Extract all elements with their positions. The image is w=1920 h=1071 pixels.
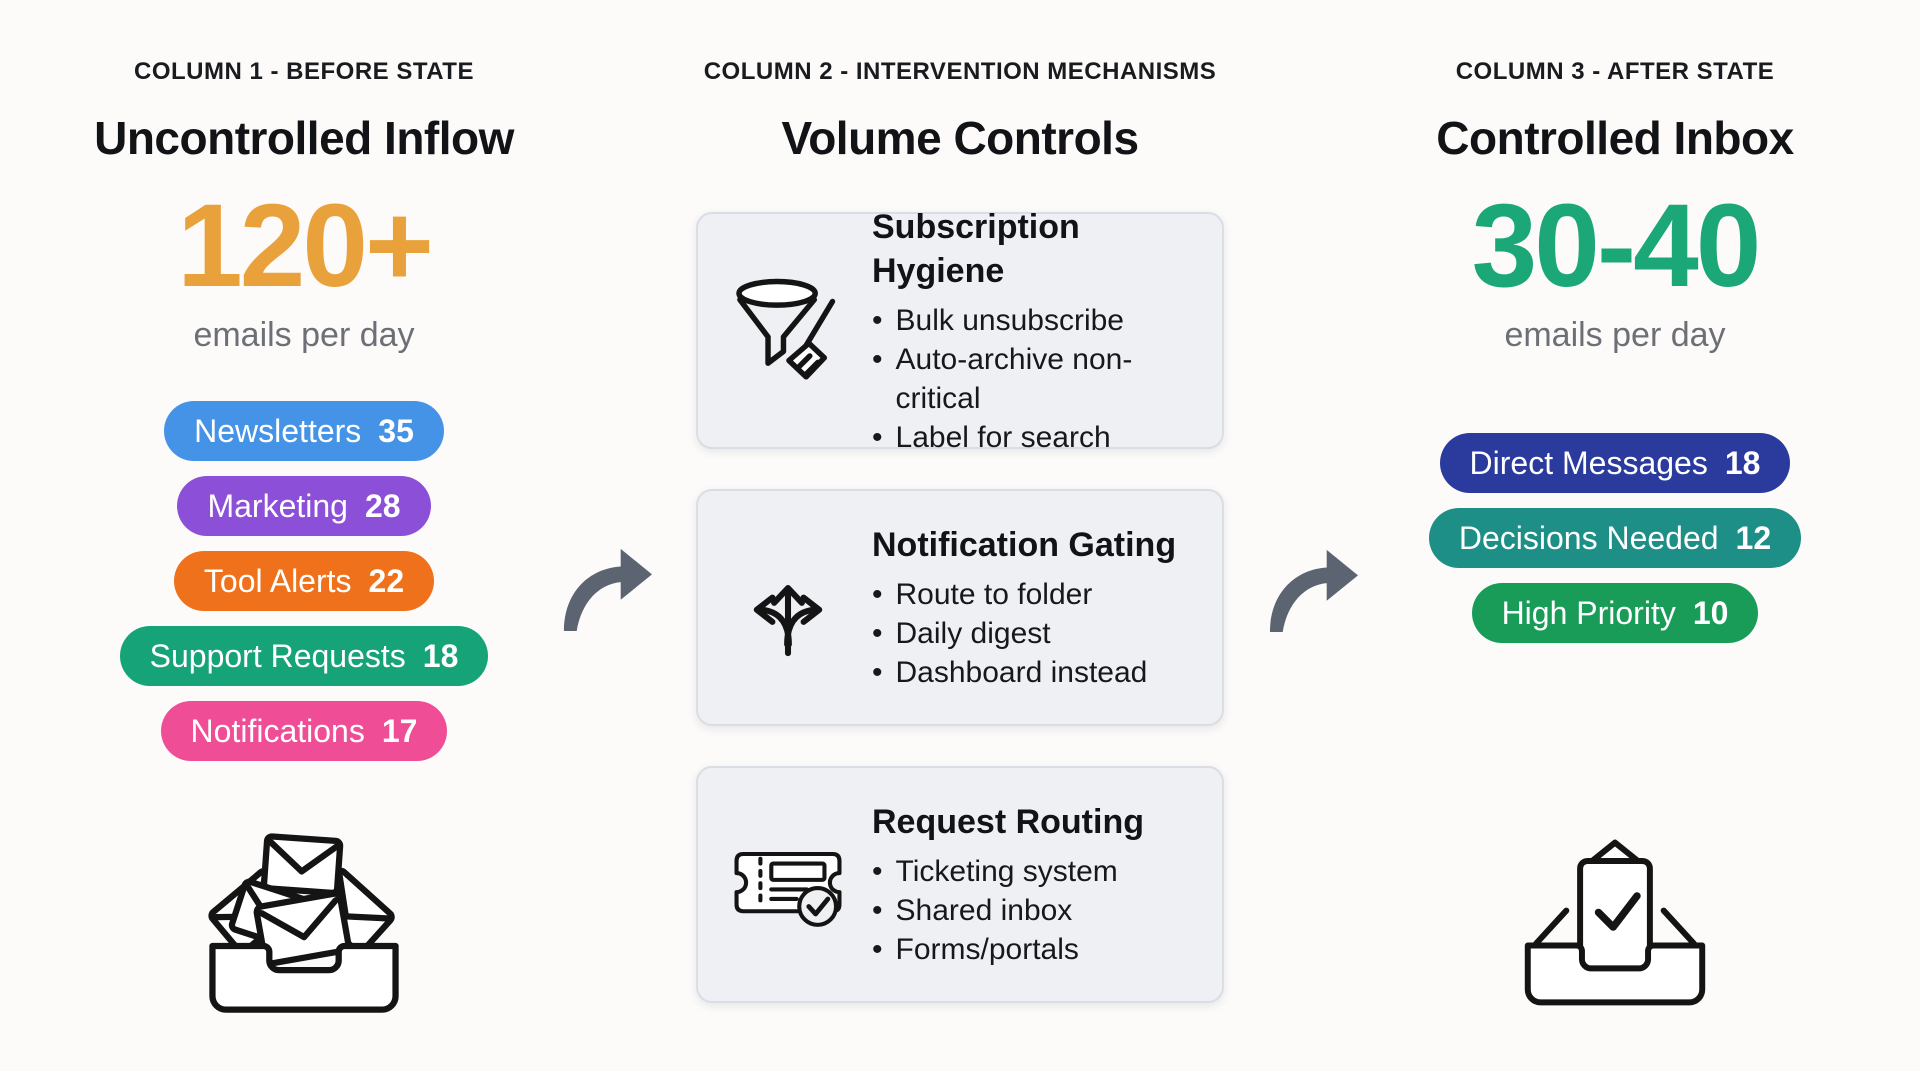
funnel-broom-icon <box>736 278 836 380</box>
bullet-dot: • <box>872 656 883 689</box>
bullet-dot: • <box>872 420 883 454</box>
category-badge-list: Direct Messages 18 Decisions Needed 12 H… <box>1365 433 1865 643</box>
badge-count: 18 <box>1724 445 1761 481</box>
bullet-dot: • <box>872 855 883 888</box>
badge-direct-messages: Direct Messages 18 <box>1439 433 1791 493</box>
card-body: Request Routing • Ticketing system • Sha… <box>872 800 1214 969</box>
badge-label: High Priority <box>1501 595 1676 631</box>
bullet-text: Shared inbox <box>895 894 1073 927</box>
badge-count: 22 <box>368 563 405 599</box>
card-title: Notification Gating <box>872 526 1177 564</box>
badge-support-requests: Support Requests 18 <box>119 626 489 686</box>
column-title: Controlled Inbox <box>1436 112 1794 164</box>
card-request-routing: Request Routing • Ticketing system • Sha… <box>696 766 1224 1003</box>
bullet-item: • Auto-archive non-critical <box>872 340 1214 418</box>
badge-notifications: Notifications 17 <box>160 701 448 761</box>
bullet-dot: • <box>872 578 883 611</box>
badge-newsletters: Newsletters 35 <box>164 401 444 461</box>
badge-label: Marketing <box>207 488 348 524</box>
card-body: Notification Gating • Route to folder • … <box>872 523 1214 692</box>
badge-label: Direct Messages <box>1469 445 1708 481</box>
column-title: Volume Controls <box>781 112 1139 164</box>
bullet-item: • Forms/portals <box>872 930 1214 969</box>
metric-value: 120+ <box>177 180 434 312</box>
bullet-dot: • <box>872 342 883 376</box>
badge-high-priority: High Priority 10 <box>1471 583 1759 643</box>
badge-label: Tool Alerts <box>203 563 352 599</box>
bullet-text: Daily digest <box>895 617 1051 650</box>
bullet-item: • Label for search <box>872 418 1214 457</box>
badge-count: 28 <box>364 488 401 524</box>
badge-count: 35 <box>378 413 414 449</box>
intervention-column: COLUMN 2 - INTERVENTION MECHANISMS Volum… <box>660 0 1260 1003</box>
badge-label: Newsletters <box>194 413 362 449</box>
column-label: COLUMN 1 - BEFORE STATE <box>134 58 474 85</box>
bullet-item: • Route to folder <box>872 575 1214 614</box>
column-label: COLUMN 3 - AFTER STATE <box>1455 58 1775 85</box>
bullet-dot: • <box>872 617 883 650</box>
metric-unit: emails per day <box>193 316 415 354</box>
bullet-item: • Shared inbox <box>872 891 1214 930</box>
column-label: COLUMN 2 - INTERVENTION MECHANISMS <box>703 58 1217 85</box>
card-icon-box <box>728 272 848 390</box>
bullet-item: • Bulk unsubscribe <box>872 301 1214 340</box>
metric-value: 30-40 <box>1471 180 1762 312</box>
overflowing-inbox-icon <box>208 833 399 1013</box>
before-state-column: COLUMN 1 - BEFORE STATE Uncontrolled Inf… <box>54 0 554 1013</box>
bullet-dot: • <box>872 303 883 337</box>
card-title: Request Routing <box>872 803 1144 841</box>
arrow-shape <box>1269 549 1358 633</box>
intervention-card-list: Subscription Hygiene • Bulk unsubscribe … <box>660 208 1260 1003</box>
ticket-check-icon <box>734 851 842 927</box>
badge-marketing: Marketing 28 <box>177 476 431 536</box>
badge-count: 12 <box>1735 520 1772 556</box>
badge-label: Decisions Needed <box>1458 520 1719 556</box>
category-badge-list: Newsletters 35 Marketing 28 Tool Alerts … <box>54 401 554 761</box>
badge-decisions-needed: Decisions Needed 12 <box>1428 508 1802 568</box>
bullet-text: Forms/portals <box>895 933 1079 966</box>
card-icon-box <box>728 839 848 931</box>
arrow-shape <box>563 548 652 632</box>
badge-tool-alerts: Tool Alerts 22 <box>173 551 435 611</box>
badge-label: Notifications <box>190 713 365 749</box>
badge-count: 17 <box>381 713 418 749</box>
bullet-dot: • <box>872 933 883 966</box>
card-icon-box <box>728 552 848 664</box>
column-title: Uncontrolled Inflow <box>94 112 514 164</box>
badge-count: 10 <box>1692 595 1729 631</box>
after-state-column: COLUMN 3 - AFTER STATE Controlled Inbox … <box>1365 0 1865 1006</box>
bullet-text: Dashboard instead <box>895 656 1148 689</box>
metric-unit: emails per day <box>1504 316 1726 354</box>
bullet-text: Auto-archive non-critical <box>895 342 1133 415</box>
bullet-dot: • <box>872 894 883 927</box>
bullet-item: • Dashboard instead <box>872 653 1214 692</box>
bullet-text: Bulk unsubscribe <box>895 303 1124 337</box>
bullet-text: Ticketing system <box>895 855 1118 888</box>
branch-arrows-icon <box>753 584 823 656</box>
flow-arrow-icon <box>1269 549 1358 633</box>
bullet-item: • Ticketing system <box>872 852 1214 891</box>
flow-arrow-icon <box>563 548 652 632</box>
card-body: Subscription Hygiene • Bulk unsubscribe … <box>872 205 1214 457</box>
bullet-text: Label for search <box>895 420 1111 454</box>
badge-label: Support Requests <box>149 638 406 674</box>
card-notification-gating: Notification Gating • Route to folder • … <box>696 489 1224 726</box>
inbox-check-icon <box>1524 839 1706 1006</box>
bullet-item: • Daily digest <box>872 614 1214 653</box>
badge-count: 18 <box>422 638 459 674</box>
bullet-text: Route to folder <box>895 578 1093 611</box>
card-title: Subscription Hygiene <box>872 207 1080 290</box>
card-subscription-hygiene: Subscription Hygiene • Bulk unsubscribe … <box>696 208 1224 454</box>
